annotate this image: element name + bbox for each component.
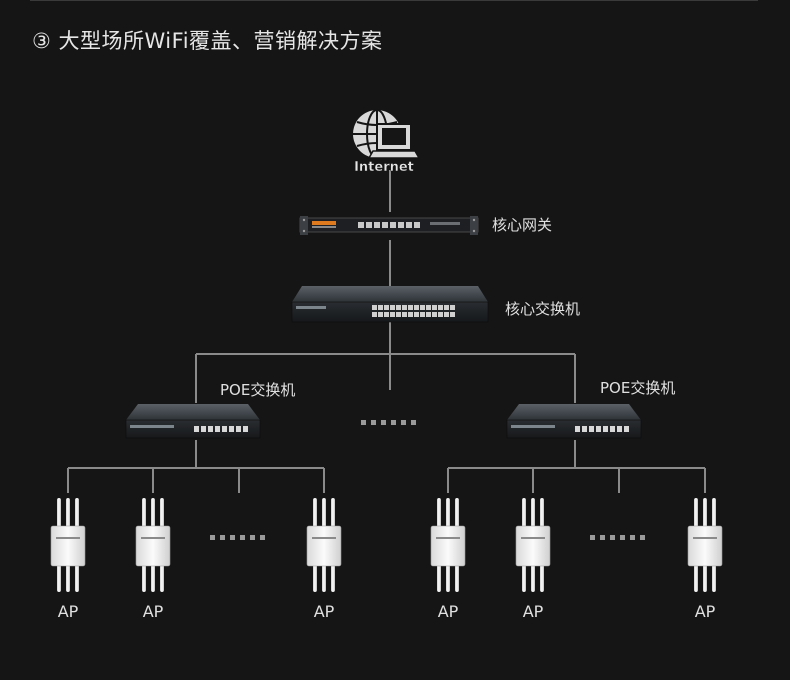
core-switch-device	[291, 286, 489, 323]
top-divider	[30, 0, 758, 1]
access-point-device	[50, 497, 86, 593]
ap-label: AP	[313, 602, 335, 621]
access-point-device	[515, 497, 551, 593]
poe-switch-right-device	[506, 403, 642, 439]
poe-switch-left-label: POE交换机	[220, 381, 296, 399]
ellipsis-dots	[590, 535, 645, 540]
page-title: ③ 大型场所WiFi覆盖、营销解决方案	[32, 29, 383, 53]
access-point-device	[306, 497, 342, 593]
ellipsis-dots	[361, 420, 416, 425]
ap-label: AP	[57, 602, 79, 621]
access-point-device	[135, 497, 171, 593]
poe-switch-right-label: POE交换机	[600, 379, 676, 397]
gateway-label: 核心网关	[492, 216, 553, 234]
core-switch-label: 核心交换机	[505, 300, 581, 318]
laptop-icon	[367, 123, 421, 159]
ap-label: AP	[522, 602, 544, 621]
access-point-device	[687, 497, 723, 593]
ap-label: AP	[142, 602, 164, 621]
gateway-device	[299, 216, 479, 235]
poe-switch-left-device	[125, 403, 261, 439]
internet-icon: Internet	[353, 109, 421, 175]
ap-label: AP	[694, 602, 716, 621]
access-point-device	[430, 497, 466, 593]
ellipsis-dots	[210, 535, 265, 540]
connection-lines	[67, 170, 706, 493]
ap-label: AP	[437, 602, 459, 621]
internet-label: Internet	[354, 160, 414, 175]
